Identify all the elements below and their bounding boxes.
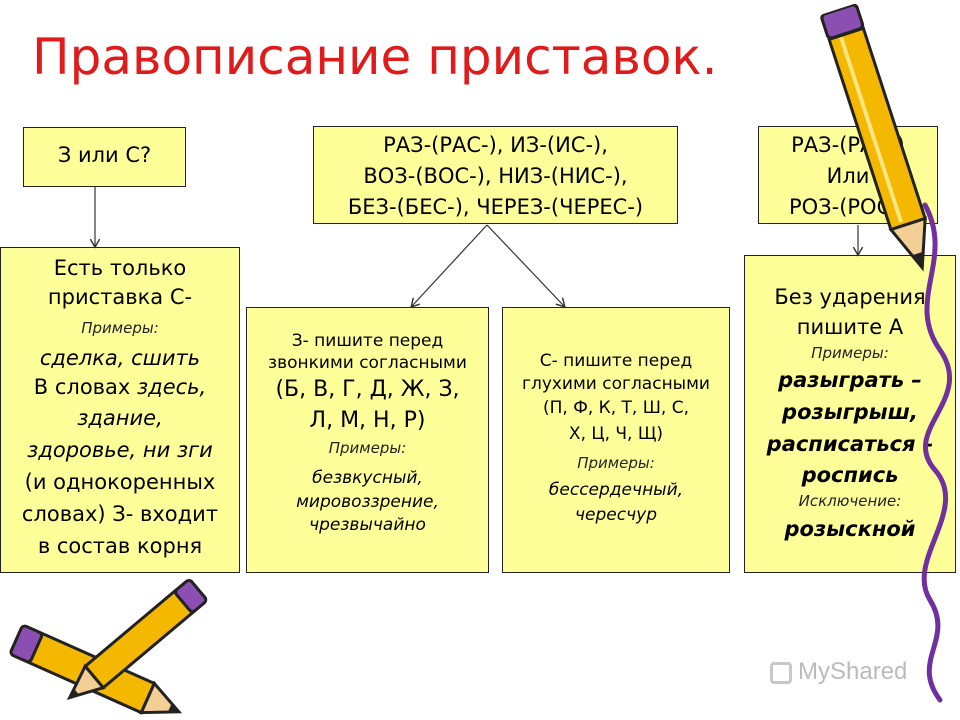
s-rule-line-1: С- пишите перед xyxy=(539,351,693,371)
z-voiced-letters-1: (Б, В, Г, Д, Ж, З, xyxy=(275,377,460,402)
only-s-example-2: В словах здесь, xyxy=(1,373,239,402)
crossed-pencils-icon xyxy=(9,578,208,715)
s-voiceless-rule-box: С- пишите перед глухими согласными (П, Ф… xyxy=(502,307,730,573)
only-s-example-1: сделка, сшить xyxy=(39,346,201,370)
only-s-examples-label: Примеры: xyxy=(81,319,159,337)
only-s-line-2: приставка С- xyxy=(47,285,193,309)
z-rule-line-1: З- пишите перед xyxy=(291,331,444,351)
z-example-3: чрезвычайно xyxy=(309,515,426,535)
prefix-list-box: РАЗ-(РАС-), ИЗ-(ИС-), ВОЗ-(ВОС-), НИЗ-(Н… xyxy=(313,126,678,224)
unstressed-example-1: разыграть – xyxy=(778,368,922,392)
z-or-s-question-box: З или С? xyxy=(23,127,186,187)
s-voiceless-letters-2: Х, Ц, Ч, Щ) xyxy=(568,424,664,444)
z-example-2: мировоззрение, xyxy=(296,492,439,512)
z-example-1: безвкусный, xyxy=(312,468,423,488)
only-s-example-3: здание, xyxy=(77,406,163,430)
unstressed-line-1: Без ударения xyxy=(774,285,926,309)
unstressed-line-2: пишите А xyxy=(796,315,904,339)
z-examples-label: Примеры: xyxy=(328,439,407,457)
pencil-icon xyxy=(820,3,928,272)
only-s-example-4: здоровье, ни зги xyxy=(27,438,213,462)
prefix-line-2: ВОЗ-(ВОС-), НИЗ-(НИС-), xyxy=(363,164,628,188)
slide-title: Правописание приставок. xyxy=(32,28,718,86)
question-text: З или С? xyxy=(57,143,152,167)
watermark-text: MyShared xyxy=(798,658,908,685)
only-s-example-2-prefix: В словах xyxy=(33,375,138,399)
arrow-prefixes-to-s xyxy=(486,224,564,306)
z-rule-line-2: звонкими согласными xyxy=(268,353,467,373)
exception-label: Исключение: xyxy=(798,492,902,510)
unstressed-example-3: расписаться – xyxy=(766,432,934,456)
only-s-example-6: словах) З- входит xyxy=(21,502,219,526)
exception-word: розыскной xyxy=(784,517,916,541)
unstressed-example-2: розыгрыш, xyxy=(782,400,918,424)
s-example-2: чересчур xyxy=(575,505,657,525)
purple-squiggle-decoration xyxy=(921,202,953,703)
s-examples-label: Примеры: xyxy=(577,454,655,472)
s-rule-line-2: глухими согласными xyxy=(522,374,710,394)
s-voiceless-letters-1: (П, Ф, К, Т, Ш, С, xyxy=(543,398,689,418)
only-s-prefix-box: Есть только приставка С- Примеры: сделка… xyxy=(0,247,240,573)
arrow-prefixes-to-z xyxy=(412,224,488,306)
unstressed-examples-label: Примеры: xyxy=(811,344,889,362)
watermark: MyShared xyxy=(770,658,907,686)
unstressed-rule-box: Без ударения пишите А Примеры: разыграть… xyxy=(744,255,956,573)
only-s-example-7: в состав корня xyxy=(37,534,203,558)
only-s-line-1: Есть только xyxy=(53,256,187,280)
prefix-line-1: РАЗ-(РАС-), ИЗ-(ИС-), xyxy=(383,133,608,157)
only-s-example-2-word: здесь, xyxy=(137,375,207,399)
unstressed-example-4: роспись xyxy=(801,463,899,487)
z-voiced-letters-2: Л, М, Н, Р) xyxy=(309,408,426,433)
only-s-example-5: (и однокоренных xyxy=(24,470,216,494)
myshared-logo-icon xyxy=(770,662,792,684)
raz-roz-line-2: Или xyxy=(826,164,870,188)
z-voiced-rule-box: З- пишите перед звонкими согласными (Б, … xyxy=(246,307,489,573)
s-example-1: бессердечный, xyxy=(548,480,684,500)
prefix-line-3: БЕЗ-(БЕС-), ЧЕРЕЗ-(ЧЕРЕС-) xyxy=(347,195,644,219)
